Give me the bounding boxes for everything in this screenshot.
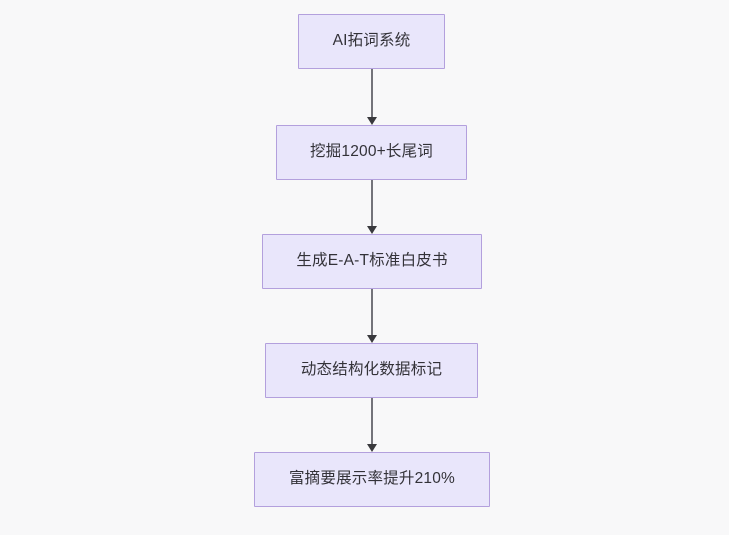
flow-node-dynamic-structured-data-markup[interactable]: 动态结构化数据标记 <box>265 343 478 398</box>
flow-node-label: 挖掘1200+长尾词 <box>309 143 434 161</box>
connector-line <box>371 289 373 336</box>
flow-connector-4 <box>366 398 377 452</box>
flow-node-label: 富摘要展示率提升210% <box>288 470 456 488</box>
flow-node-label: 动态结构化数据标记 <box>300 361 443 379</box>
arrowhead-icon <box>366 444 377 452</box>
arrowhead-icon <box>366 117 377 125</box>
flow-connector-3 <box>366 289 377 343</box>
connector-line <box>371 69 373 118</box>
flow-node-label: 生成E-A-T标准白皮书 <box>296 252 448 270</box>
flow-node-ai-keyword-system[interactable]: AI拓词系统 <box>298 14 445 69</box>
flow-node-label: AI拓词系统 <box>332 32 411 50</box>
arrowhead-icon <box>366 335 377 343</box>
connector-line <box>371 180 373 227</box>
flow-node-rich-snippet-impression-lift[interactable]: 富摘要展示率提升210% <box>254 452 490 507</box>
arrowhead-icon <box>366 226 377 234</box>
connector-line <box>371 398 373 445</box>
flow-node-generate-eat-whitepaper[interactable]: 生成E-A-T标准白皮书 <box>262 234 482 289</box>
flow-node-mine-longtail-keywords[interactable]: 挖掘1200+长尾词 <box>276 125 467 180</box>
flow-connector-2 <box>366 180 377 234</box>
flow-connector-1 <box>366 69 377 125</box>
